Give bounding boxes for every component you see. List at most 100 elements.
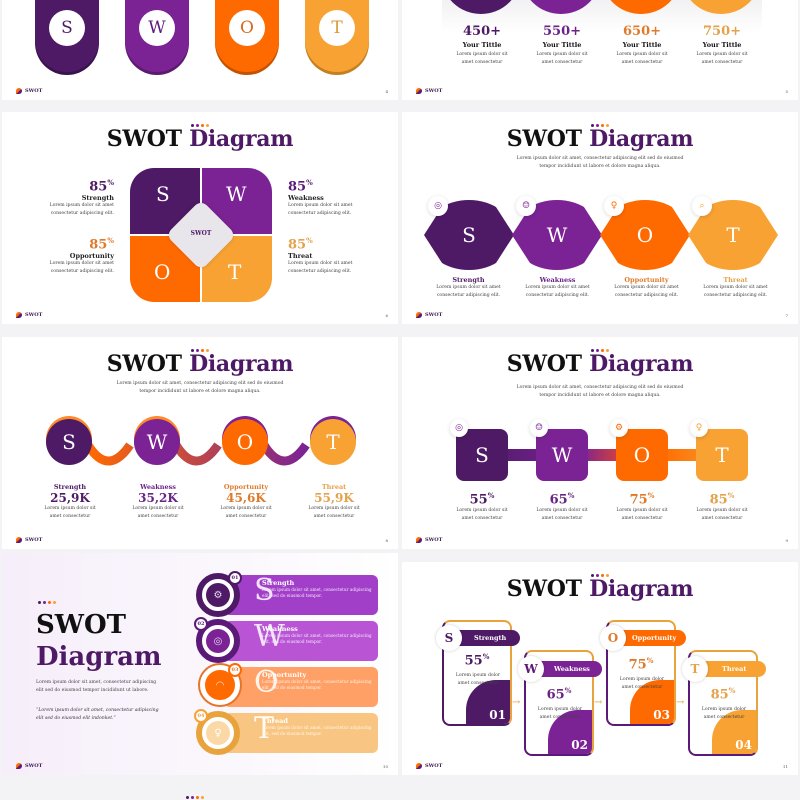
ring-2: ◎ <box>196 619 240 663</box>
number-badge-2: 02 <box>194 617 208 631</box>
body: Lorem ipsum dolor sit amet consectetur a… <box>288 203 353 216</box>
card-number: 01 <box>489 708 506 722</box>
value: 75 <box>629 492 648 508</box>
num: 04 <box>197 713 205 719</box>
swot-grid: S W O T SWOT <box>130 168 272 302</box>
page-number: 8 <box>385 538 388 543</box>
center-label: SWOT <box>190 230 212 237</box>
stat-s: 55%Lorem ipsum dolor sit amet consectetu… <box>442 491 522 522</box>
title-accent: Diagram <box>36 642 162 672</box>
stat-title: Your Tittle <box>702 41 742 49</box>
slide-8[interactable]: SWOT Diagram Lorem ipsum dolor sit amet,… <box>2 337 398 549</box>
slide-5[interactable]: 450+ Your Tittle Lorem ipsum dolor sit a… <box>402 0 798 100</box>
letter-badge-t: T <box>682 656 708 682</box>
head-bulb-icon: ☺ <box>516 196 536 216</box>
stat-value: 550+ <box>542 24 582 39</box>
footer-logo: SWOT <box>16 537 42 543</box>
title-dots <box>38 601 56 604</box>
stat-value: 650+ <box>622 24 662 39</box>
stat-value: 85% <box>690 686 756 702</box>
letter-s: S <box>462 223 476 247</box>
logo-text: SWOT <box>425 312 443 318</box>
swot-pill-t: T <box>305 0 369 72</box>
swot-item-threat: 85% Threat Lorem ipsum dolor sit amet co… <box>288 236 380 275</box>
body-text: Lorem ipsum dolor sit amet, consectetur … <box>36 680 157 693</box>
slide-9[interactable]: SWOT Diagram Lorem ipsum dolor sit amet,… <box>402 337 798 549</box>
body: Lorem ipsum dolor sit amet consectetur a… <box>703 285 768 298</box>
stat-row: 55%Lorem ipsum dolor sit amet consectetu… <box>442 491 762 522</box>
square-t: T <box>696 429 748 481</box>
slide-10[interactable]: SWOT Diagram Lorem ipsum dolor sit amet,… <box>2 553 398 775</box>
gear-icon: ⚙ <box>206 583 230 607</box>
page-title: SWOT Diagram <box>402 577 798 601</box>
footer-logo: SWOT <box>416 312 442 318</box>
card-number: 03 <box>653 708 670 722</box>
slide-4[interactable]: S W O T SWOT 4 <box>2 0 398 100</box>
body: Lorem ipsum dolor sit amet consectetur <box>44 506 96 519</box>
value: 85 <box>288 179 307 195</box>
logo-text: SWOT <box>25 763 43 769</box>
page-number: 4 <box>385 89 388 94</box>
body: Lorem ipsum dolor amet consectetur <box>701 707 747 720</box>
stat-body: Lorem ipsum dolor sit amet consectetur <box>456 52 508 65</box>
title-dark: SWOT <box>106 351 182 377</box>
label: Strength <box>452 276 485 284</box>
card-number: 02 <box>571 738 588 752</box>
subtitle: Lorem ipsum dolor sit amet, consectetur … <box>116 381 284 394</box>
unit: % <box>647 491 655 500</box>
speedometer-icon: ◠ <box>215 679 225 691</box>
letter-o: O <box>240 18 254 38</box>
stat-value: 55% <box>442 491 522 507</box>
slide-11[interactable]: SWOT Diagram 55% Lorem ipsum dolor amet … <box>402 562 798 775</box>
body: Lorem ipsum dolor sit amet, consectetur … <box>262 587 372 598</box>
stat-value: 75% <box>608 656 674 672</box>
label: Strength <box>474 634 507 642</box>
stat-value: 750+ <box>702 24 742 39</box>
swot-pill-o: O <box>215 0 279 72</box>
stat-value: 450+ <box>462 24 502 39</box>
logo-text: SWOT <box>425 537 443 543</box>
search-icon: ⌕ <box>692 196 712 216</box>
logo-icon <box>16 763 22 769</box>
value: 65 <box>546 687 565 703</box>
big-letter: W <box>254 619 285 654</box>
stat-value: 85% <box>288 236 380 252</box>
square-s: S <box>456 429 508 481</box>
circle-o: O <box>222 419 268 465</box>
stat-value: 85% <box>22 178 114 194</box>
slide-6[interactable]: SWOT Diagram S W O T SWOT 85% Strength L… <box>2 112 398 324</box>
unit: % <box>727 491 735 500</box>
label: Opportunity <box>262 671 307 679</box>
letter-circle: T <box>319 10 355 46</box>
body: Lorem ipsum dolor sit amet consectetur <box>456 508 508 521</box>
title-accent: Diagram <box>189 351 294 377</box>
page-number: 11 <box>782 764 788 769</box>
letter-s: S <box>156 182 170 206</box>
lightbulb-icon: ♀ <box>206 721 230 745</box>
logo-text: SWOT <box>25 312 43 318</box>
logo-icon <box>416 88 422 94</box>
slide-7[interactable]: SWOT Diagram Lorem ipsum dolor sit amet,… <box>402 112 798 324</box>
tab-threat: Threat <box>704 661 766 677</box>
square-chain: S W O T ◎ ☺ ⚙ ♀ <box>450 419 748 483</box>
number-badge-4: 04 <box>194 709 208 723</box>
arrow-right-icon: → <box>676 697 685 708</box>
title-dark: SWOT <box>506 576 582 602</box>
page-title: SWOT Diagram <box>402 352 798 376</box>
target-icon: ◎ <box>206 629 230 653</box>
unit: % <box>107 178 114 187</box>
stat-card: 650+ Your Tittle Lorem ipsum dolor sit a… <box>602 24 682 66</box>
lightbulb-icon: ♀ <box>690 419 708 437</box>
label: Weakness <box>539 276 576 284</box>
body: Lorem ipsum dolor sit amet consectetur <box>536 508 588 521</box>
label: Threat <box>722 665 747 673</box>
stat-value: 35,2K <box>138 491 178 505</box>
stat-t: 85%Lorem ipsum dolor sit amet consectetu… <box>682 491 762 522</box>
letter: O <box>607 631 619 645</box>
